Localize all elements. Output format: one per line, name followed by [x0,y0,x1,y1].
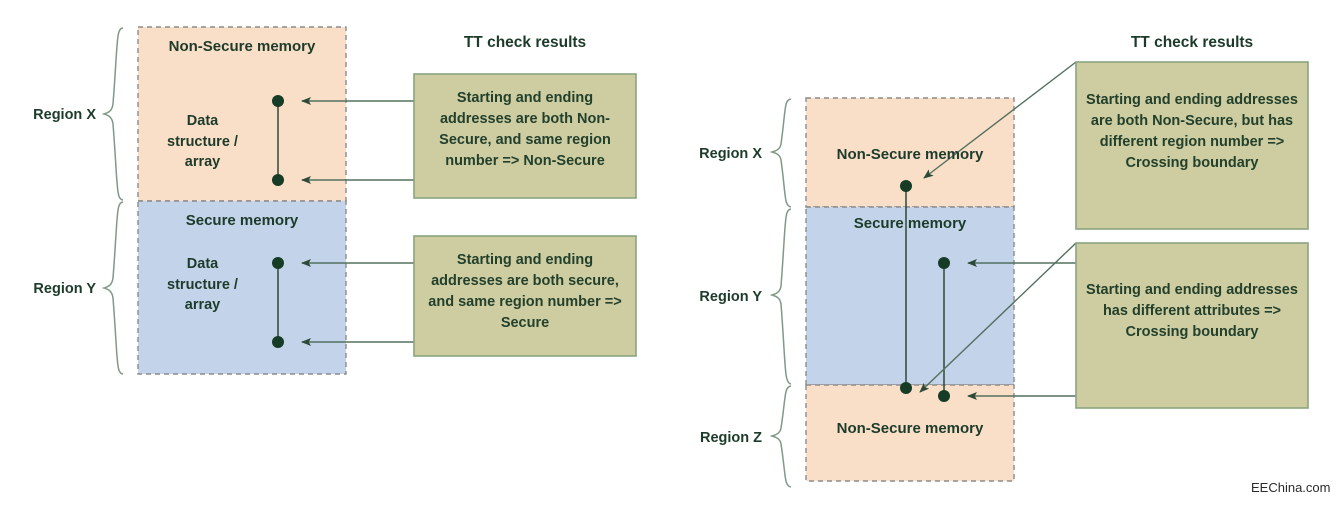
left-callout-non-secure-text: Starting and ending addresses are both N… [439,90,611,170]
right-brace-region-x [769,98,792,208]
left-non-secure-data-structure-label: Data structure / array [167,113,238,171]
left-region-label-y: Region Y [33,281,96,297]
left-region-label-x: Region X [33,107,96,123]
left-brace-region-x [101,27,124,201]
right-arrow-diagonal-top [923,61,1077,179]
right-brace-region-z [769,385,792,488]
left-y-end-dot [272,336,284,348]
right-callout-region-number-text: Starting and ending addresses are both N… [1086,92,1298,172]
right-secure-block [805,206,1015,386]
right-non-secure-memory-bottom-label: Non-Secure memory [836,420,984,437]
right-dot-nonsecure-top [900,180,912,192]
right-dot-secure [938,257,950,269]
right-region-label-z: Region Z [699,430,762,446]
right-arrow-diagonal-bottom [919,242,1077,393]
left-secure-data-structure-label: Data structure / array [167,256,238,314]
right-region-label-x: Region X [699,146,762,162]
right-non-secure-bottom-block [805,384,1015,482]
left-non-secure-memory-label: Non-Secure memory [168,38,316,55]
right-dot-nonsecure-bottom-1 [900,382,912,394]
left-callout-box-1 [413,73,637,199]
right-region-label-y: Region Y [699,289,762,305]
right-callout-box-1 [1075,61,1309,230]
left-x-start-dot [272,95,284,107]
right-brace-region-y [769,208,792,385]
right-tt-check-results-title: TT check results [1130,34,1254,51]
right-non-secure-memory-top-label: Non-Secure memory [836,146,984,163]
left-brace-region-y [101,201,124,375]
left-x-end-dot [272,174,284,186]
left-secure-memory-label: Secure memory [185,212,299,229]
watermark: EEChina.com [1251,480,1331,495]
left-non-secure-block [137,26,347,202]
right-callout-box-2 [1075,242,1309,409]
left-callout-box-2 [413,235,637,357]
left-tt-check-results-title: TT check results [463,34,587,51]
left-callout-secure-text: Starting and ending addresses are both s… [428,252,622,332]
right-secure-memory-label: Secure memory [853,215,967,232]
left-y-start-dot [272,257,284,269]
right-dot-nonsecure-bottom-2 [938,390,950,402]
right-callout-attributes-text: Starting and ending addresses has differ… [1086,282,1298,341]
left-secure-block [137,200,347,375]
